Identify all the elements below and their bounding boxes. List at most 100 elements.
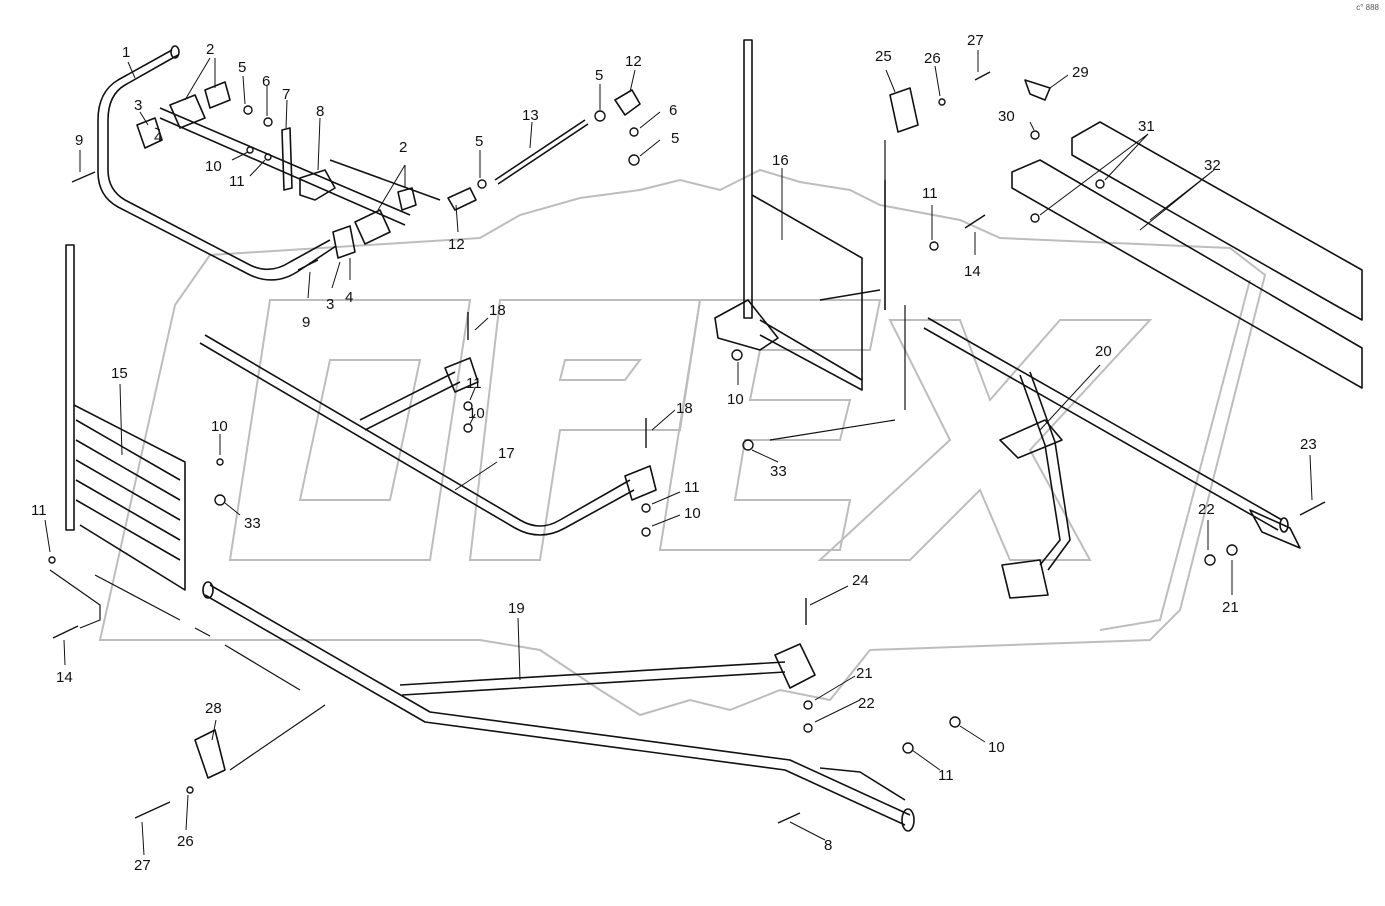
callout-10: 10 — [727, 391, 744, 408]
callout-18: 18 — [489, 302, 506, 319]
callout-16: 16 — [772, 152, 789, 169]
part-12-rod-end-upper — [614, 89, 641, 116]
bolt-8 — [777, 812, 801, 824]
part-29-latch — [1024, 79, 1051, 101]
part-20-top-bracket — [999, 419, 1063, 459]
callout-10: 10 — [468, 405, 485, 422]
lever-plate-7 — [281, 127, 293, 191]
callout-11: 11 — [31, 502, 47, 519]
nut-5b — [477, 179, 487, 189]
nut-10e — [216, 458, 224, 466]
callout-10: 10 — [205, 158, 222, 175]
callout-30: 30 — [998, 108, 1015, 125]
callout-24: 24 — [852, 572, 869, 589]
part-19-rear-bracket — [819, 767, 906, 801]
bracket-plate-8 — [299, 169, 336, 201]
callout-8: 8 — [824, 837, 832, 854]
watermark-bracket — [1099, 279, 1251, 631]
bolt-9a — [71, 171, 96, 183]
callout-18: 18 — [676, 400, 693, 417]
watermark-gear-outline — [98, 168, 1267, 717]
washer-33b — [214, 494, 226, 506]
watermark-letter-x — [817, 319, 1153, 561]
washer-31b — [1030, 213, 1040, 223]
washer-21b — [803, 700, 813, 710]
callout-21: 21 — [856, 665, 873, 682]
callout-26: 26 — [924, 50, 941, 67]
guide-line-a — [49, 569, 101, 629]
nut-5c — [594, 110, 606, 122]
clamp-plate-3b — [332, 225, 356, 259]
callout-17: 17 — [498, 445, 515, 462]
callout-27: 27 — [134, 857, 151, 874]
clamp-plate-3a — [136, 117, 163, 149]
nut-5d — [628, 154, 640, 166]
part-16-post — [743, 39, 753, 319]
washer-11b — [929, 241, 939, 251]
callout-23: 23 — [1300, 436, 1317, 453]
callout-20: 20 — [1095, 343, 1112, 360]
part-15-hatch — [75, 419, 181, 561]
callout-5: 5 — [595, 67, 603, 84]
watermark-letter-e — [658, 299, 882, 551]
callout-25: 25 — [875, 48, 892, 65]
nut-10d — [641, 527, 651, 537]
callout-1: 1 — [122, 44, 130, 61]
bolt-14a — [964, 214, 986, 229]
nut-26b — [186, 786, 194, 794]
part-32-plank-upper — [1071, 121, 1363, 321]
bolt-14b — [52, 625, 79, 639]
part-19-frame-tube — [204, 584, 911, 826]
parts-line-art — [44, 39, 1363, 856]
part-17-clamp-lower — [624, 465, 657, 501]
part-20-bracket — [1249, 509, 1301, 549]
part-15-post — [65, 244, 75, 531]
bolt-27a — [974, 71, 991, 81]
callout-19: 19 — [508, 600, 525, 617]
nut-22b — [803, 723, 813, 733]
callout-21: 21 — [1222, 599, 1239, 616]
shaft-bracket-a — [169, 94, 206, 129]
nut-10f — [949, 716, 961, 728]
callout-8: 8 — [316, 103, 324, 120]
part-20-bar — [923, 317, 1283, 531]
washer-21a — [1226, 544, 1238, 556]
callout-22: 22 — [858, 695, 875, 712]
callout-31: 31 — [1138, 118, 1155, 135]
callout-33: 33 — [770, 463, 787, 480]
part-20-support-arm — [1019, 371, 1071, 571]
part-19-clamp — [774, 643, 816, 689]
nut-11a — [264, 153, 272, 161]
nut-10b — [731, 349, 743, 361]
callout-10: 10 — [211, 418, 228, 435]
bolt-27b — [134, 801, 171, 819]
part-12-rod-end-lower — [447, 187, 477, 211]
callout-6: 6 — [262, 73, 270, 90]
callout-27: 27 — [967, 32, 984, 49]
part-17-clamp-upper — [444, 357, 479, 393]
callout-5: 5 — [238, 59, 246, 76]
callout-12: 12 — [448, 236, 465, 253]
watermark — [98, 168, 1267, 717]
part-20-foot — [1001, 559, 1049, 599]
shaft-bracket-b — [204, 81, 231, 109]
callout-11: 11 — [938, 767, 954, 784]
callout-4: 4 — [154, 129, 162, 146]
part-1-upper-bar — [107, 54, 331, 271]
part-32-plank-lower — [1011, 159, 1363, 389]
fasteners — [48, 71, 1326, 824]
part-19-rear-end — [901, 808, 915, 832]
guide-line-d — [769, 305, 906, 441]
nut-26a — [938, 98, 946, 106]
callout-7: 7 — [282, 86, 290, 103]
part-28-bracket — [194, 729, 226, 779]
part-1-tube-end — [170, 45, 180, 59]
callout-10: 10 — [988, 739, 1005, 756]
callout-9: 9 — [302, 314, 310, 331]
callout-labels: 1 2 2 3 3 4 4 5 5 5 5 6 6 7 8 8 9 9 10 1… — [31, 32, 1317, 874]
part-19-front-end — [202, 581, 214, 599]
part-20-tube-end — [1279, 517, 1289, 533]
callout-32: 32 — [1204, 157, 1221, 174]
callout-29: 29 — [1072, 64, 1089, 81]
